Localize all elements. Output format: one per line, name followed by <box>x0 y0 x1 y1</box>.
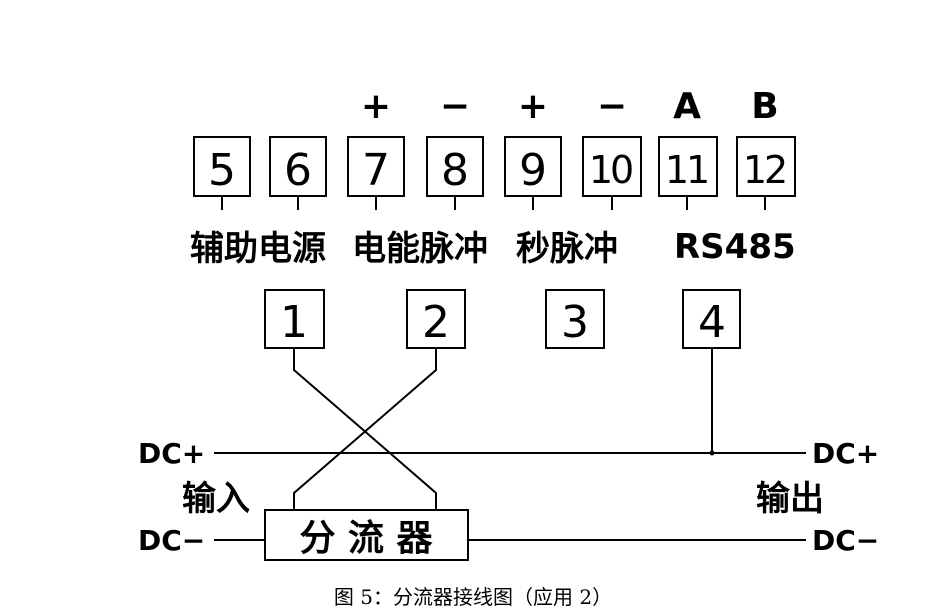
terminal-7-number: 7 <box>362 145 390 196</box>
mid-terminal-row: 1 2 3 4 <box>264 289 741 349</box>
wire-terminal-1-to-shunt <box>293 348 437 510</box>
crossed-wires <box>293 348 437 510</box>
label-rs485: RS485 <box>674 227 796 267</box>
terminal-1: 1 <box>264 289 325 349</box>
polarity-terminal-7: + <box>361 86 391 127</box>
input-label: 输入 <box>182 479 250 519</box>
polarity-terminal-8: − <box>440 86 470 127</box>
label-aux-power: 辅助电源 <box>190 229 326 269</box>
terminal-9: 9 <box>504 136 562 197</box>
figure-caption: 图 5：分流器接线图（应用 2） <box>334 585 612 609</box>
terminal-11-number: 11 <box>665 148 707 192</box>
terminal-10: 10 <box>582 136 642 197</box>
top-terminal-row: 5 6 7 8 9 10 11 12 <box>193 136 796 197</box>
terminal-8-number: 8 <box>441 145 469 196</box>
output-label: 输出 <box>756 479 824 519</box>
terminal-3: 3 <box>545 289 605 349</box>
terminal-5-number: 5 <box>208 145 236 196</box>
polarity-terminal-10: − <box>597 86 627 127</box>
terminal-10-number: 10 <box>589 148 632 192</box>
terminal-leads <box>221 196 766 210</box>
group-labels: 辅助电源 电能脉冲 秒脉冲 RS485 <box>190 227 796 269</box>
terminal-5: 5 <box>193 136 251 197</box>
polarity-terminal-9: + <box>518 86 548 127</box>
terminal-1-number: 1 <box>280 297 308 348</box>
dc-minus-right-label: DC− <box>812 524 879 557</box>
polarity-markers: + − + − A B <box>361 86 779 127</box>
terminal-7: 7 <box>347 136 405 197</box>
terminal-2-number: 2 <box>422 297 450 348</box>
terminal-3-number: 3 <box>561 297 589 348</box>
polarity-terminal-11: A <box>673 86 701 127</box>
terminal-4-number: 4 <box>698 297 726 348</box>
terminal-6-number: 6 <box>284 145 312 196</box>
polarity-terminal-12: B <box>751 86 778 127</box>
terminal-12: 12 <box>736 136 796 197</box>
terminal-6: 6 <box>269 136 327 197</box>
dc-plus-right-label: DC+ <box>812 437 879 470</box>
terminal-8: 8 <box>426 136 484 197</box>
label-energy-pulse: 电能脉冲 <box>352 229 488 269</box>
shunt: 分 流 器 <box>264 509 469 561</box>
terminal-4: 4 <box>682 289 741 349</box>
terminal-12-number: 12 <box>743 148 785 192</box>
label-second-pulse: 秒脉冲 <box>516 229 618 269</box>
terminal-9-number: 9 <box>519 145 547 196</box>
dc-plus-left-label: DC+ <box>138 437 205 470</box>
wire-terminal-2-to-shunt <box>293 348 437 510</box>
terminal-2: 2 <box>406 289 466 349</box>
shunt-label: 分 流 器 <box>299 518 433 559</box>
dc-minus-left-label: DC− <box>138 524 205 557</box>
terminal-11: 11 <box>658 136 718 197</box>
